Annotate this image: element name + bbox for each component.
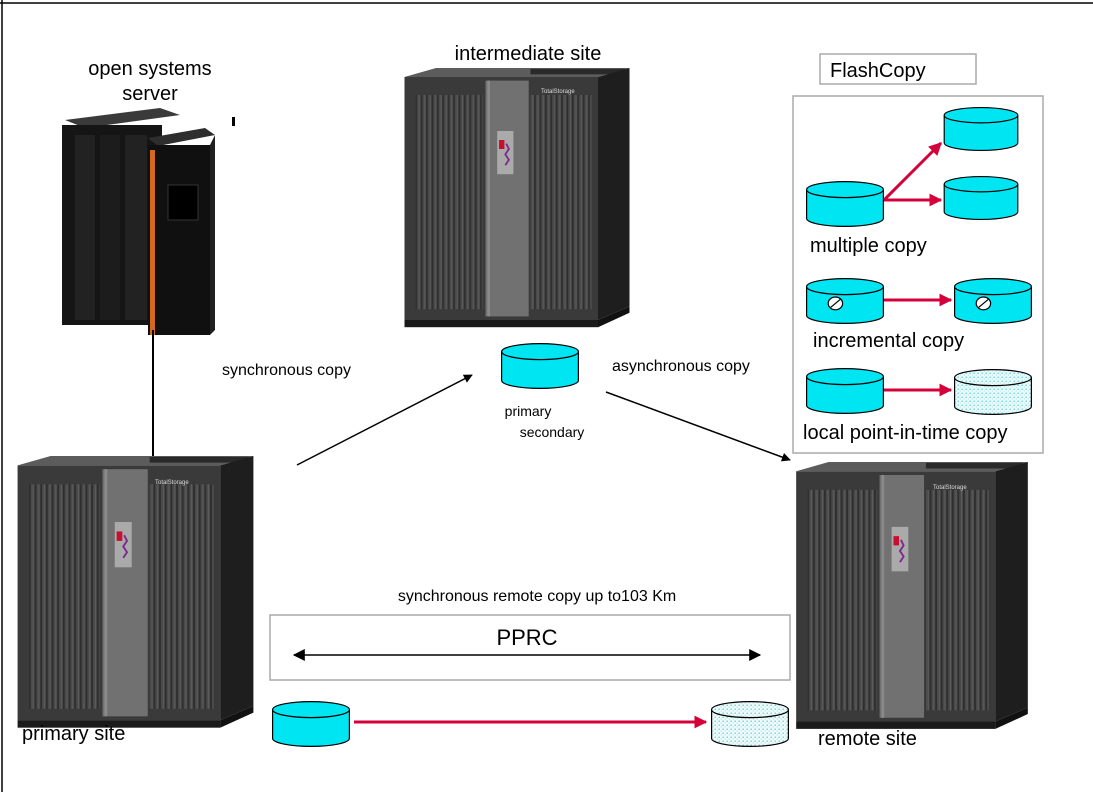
multiple-copy-label: multiple copy (810, 235, 927, 257)
sync-remote-copy-label: synchronous remote copy up to103 Km (398, 588, 676, 605)
primary-site-label: primary site (22, 723, 125, 745)
pit-source-disk-icon (805, 368, 885, 414)
asynchronous-copy-label: asynchronous copy (612, 358, 750, 375)
multiple-target-disk-icon-2 (943, 175, 1019, 221)
primary-label: primary (505, 403, 552, 419)
server-label-line2: server (122, 83, 178, 105)
remote-storage-brand: TotalStorage (933, 485, 967, 491)
primary-storage-brand: TotalStorage (155, 480, 189, 486)
synchronous-copy-arrow (296, 374, 473, 466)
intermediate-site-label: intermediate site (455, 43, 602, 65)
pprc-source-disk-icon (271, 700, 351, 748)
incremental-source-disk-icon (805, 278, 885, 324)
pprc-label: PPRC (496, 625, 557, 650)
primary-storage-icon (16, 456, 255, 729)
pit-target-disk-icon (953, 369, 1033, 415)
synchronous-copy-label: synchronous copy (222, 362, 351, 379)
flashcopy-title-box (819, 53, 977, 85)
asynchronous-copy-arrow (605, 391, 791, 462)
intermediate-disk-icon (500, 342, 580, 390)
flashcopy-title: FlashCopy (830, 60, 926, 82)
remote-site-label: remote site (818, 728, 917, 750)
secondary-label: secondary (520, 424, 585, 440)
server-label-line1: open systems (88, 58, 211, 80)
intermediate-storage-brand: TotalStorage (541, 89, 575, 95)
intermediate-storage-icon (403, 68, 631, 329)
multiple-source-disk-icon (805, 181, 885, 227)
incremental-copy-label: incremental copy (813, 330, 964, 352)
remote-storage-icon (795, 462, 1029, 730)
server-rack-icon (62, 108, 215, 335)
pprc-target-disk-icon (710, 700, 790, 748)
small-marker (232, 117, 235, 126)
pit-copy-label: local point-in-time copy (803, 422, 1008, 444)
flashcopy-panel (792, 95, 1044, 454)
pprc-box (269, 614, 791, 681)
multiple-target-disk-icon-1 (943, 106, 1019, 152)
incremental-target-disk-icon (953, 278, 1033, 324)
multiple-copy-arrow-1 (882, 141, 943, 202)
